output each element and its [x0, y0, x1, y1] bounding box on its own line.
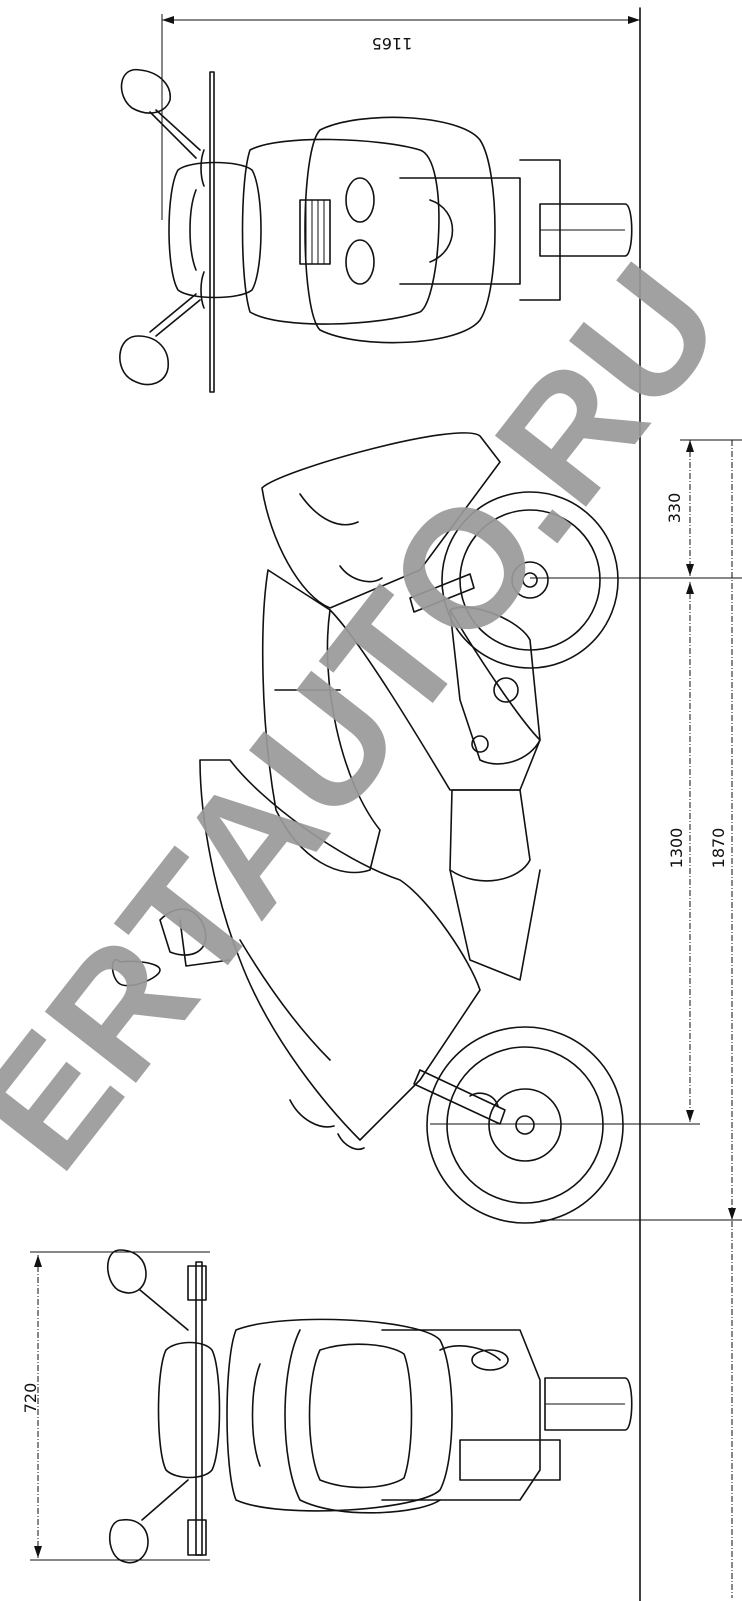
dimension-label-1165: 1165 [372, 34, 413, 53]
front-view [119, 69, 633, 393]
watermark: ERTAUTO.RU [0, 231, 742, 1202]
dimension-overall-length [540, 440, 742, 1598]
dimension-offset-330 [530, 439, 742, 579]
rear-view [106, 1249, 633, 1564]
dimension-handlebar-width [30, 1251, 210, 1561]
dimension-wheelbase [430, 582, 700, 1125]
dimension-label-720: 720 [21, 1383, 40, 1414]
dimension-label-1870: 1870 [709, 828, 728, 869]
side-view [111, 432, 624, 1224]
dimension-label-1300: 1300 [667, 828, 686, 869]
dimension-overall-height [161, 14, 640, 220]
dimension-label-330: 330 [665, 493, 684, 524]
